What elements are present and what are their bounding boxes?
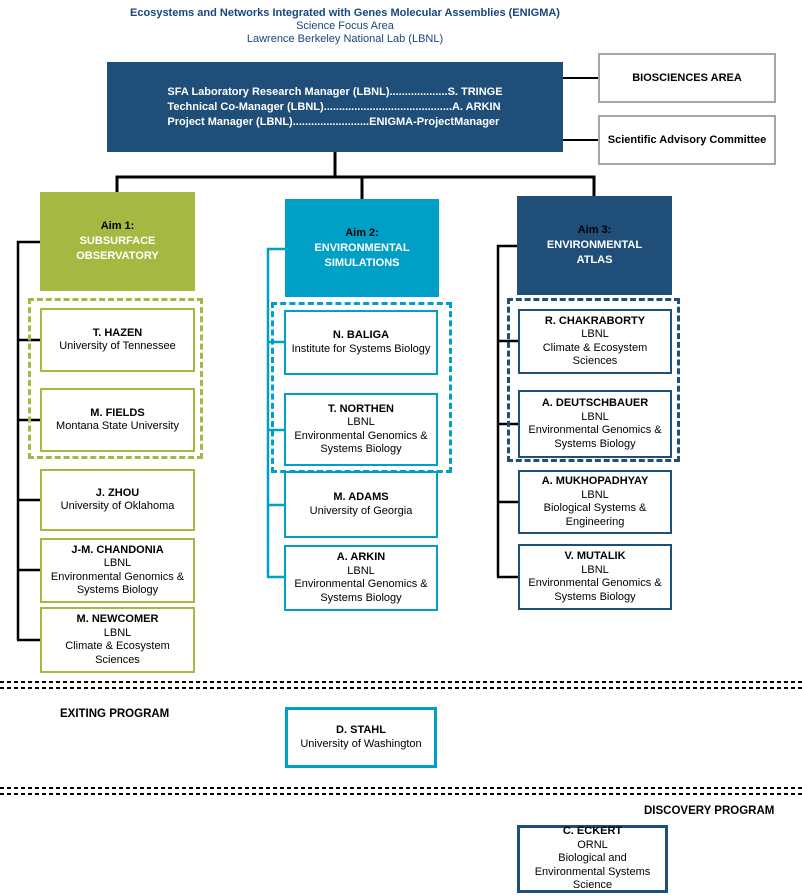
- discovery-program-label: DISCOVERY PROGRAM: [644, 805, 775, 817]
- exiting-program-label: EXITING PROGRAM: [60, 708, 170, 720]
- member-org: Biological Systems & Engineering: [543, 502, 647, 528]
- management-row-co-manager: Technical Co-Manager (LBNL).............…: [167, 100, 501, 113]
- separator-discovery-top: [0, 787, 802, 789]
- title-line-2: Science Focus Area: [296, 20, 394, 32]
- aim3-title: ENVIRONMENTAL ATLAS: [546, 239, 643, 266]
- management-row-project-manager: Project Manager (LBNL)..................…: [167, 115, 500, 128]
- member-org: LBNL: [581, 563, 609, 576]
- member-name: J. ZHOU: [95, 486, 140, 499]
- member-org: LBNL: [103, 557, 132, 569]
- member-org: LBNL: [103, 626, 132, 639]
- member-name: J-M. CHANDONIA: [71, 543, 164, 556]
- member-box-mukhopadhyay: A. MUKHOPADHYAY LBNL Biological Systems …: [518, 470, 672, 534]
- member-name: M. ADAMS: [333, 491, 389, 503]
- member-box-eckert: C. ECKERT ORNL Biological and Environmen…: [517, 825, 668, 893]
- member-org: Environmental Genomics & Systems Biology: [528, 577, 662, 603]
- member-box-newcomer: M. NEWCOMER LBNL Climate & Ecosystem Sci…: [40, 607, 195, 673]
- member-name: N. BALIGA: [332, 329, 390, 341]
- aim1-header: Aim 1: SUBSURFACE OBSERVATORY: [40, 192, 195, 291]
- member-org: LBNL: [347, 564, 375, 577]
- separator-discovery-bottom: [0, 793, 802, 795]
- member-org: University of Oklahoma: [60, 500, 175, 512]
- member-box-northen: T. NORTHEN LBNL Environmental Genomics &…: [284, 393, 438, 466]
- member-org: LBNL: [581, 328, 609, 340]
- scientific-advisory-committee-box: Scientific Advisory Committee: [598, 115, 776, 165]
- member-name: A. MUKHOPADHYAY: [541, 475, 649, 487]
- management-roster: SFA Laboratory Research Manager (LBNL)..…: [167, 85, 502, 130]
- member-box-stahl: D. STAHL University of Washington: [285, 707, 437, 768]
- title-line-1: Ecosystems and Networks Integrated with …: [130, 7, 560, 19]
- member-org: Institute for Systems Biology: [291, 342, 431, 355]
- member-box-hazen: T. HAZEN University of Tennessee: [40, 308, 195, 372]
- separator-exiting-top: [0, 681, 802, 683]
- member-org: Climate & Ecosystem Sciences: [542, 341, 648, 368]
- aim2-title: ENVIRONMENTAL SIMULATIONS: [314, 241, 410, 269]
- member-name: D. STAHL: [336, 724, 386, 736]
- management-row-research-manager: SFA Laboratory Research Manager (LBNL)..…: [167, 85, 503, 98]
- page-title: Ecosystems and Networks Integrated with …: [0, 7, 690, 46]
- aim1-title: SUBSURFACE OBSERVATORY: [76, 235, 159, 262]
- member-box-arkin: A. ARKIN LBNL Environmental Genomics & S…: [284, 545, 438, 611]
- member-name: A. ARKIN: [336, 551, 386, 563]
- member-name: T. HAZEN: [92, 326, 143, 339]
- member-name: T. NORTHEN: [328, 402, 394, 415]
- member-org: Environmental Genomics & Systems Biology: [528, 424, 662, 450]
- separator-exiting-bottom: [0, 687, 802, 689]
- member-org: Environmental Genomics & Systems Biology: [294, 578, 428, 604]
- member-org: ORNL: [577, 838, 608, 851]
- member-org: Biological and Environmental Systems Sci…: [534, 852, 651, 892]
- biosciences-area-label: BIOSCIENCES AREA: [632, 72, 742, 84]
- title-line-3: Lawrence Berkeley National Lab (LBNL): [246, 33, 444, 45]
- member-org: University of Tennessee: [59, 340, 176, 352]
- member-org: LBNL: [347, 416, 375, 428]
- member-name: V. MUTALIK: [564, 550, 626, 562]
- member-box-zhou: J. ZHOU University of Oklahoma: [40, 469, 195, 531]
- aim3-field-group-outline: [507, 298, 680, 462]
- aim3-header: Aim 3: ENVIRONMENTAL ATLAS: [517, 196, 672, 295]
- aim2-header: Aim 2: ENVIRONMENTAL SIMULATIONS: [285, 199, 439, 297]
- member-org: University of Washington: [300, 737, 422, 750]
- member-org: LBNL: [581, 410, 609, 423]
- member-name: A. DEUTSCHBAUER: [541, 397, 649, 409]
- management-box: SFA Laboratory Research Manager (LBNL)..…: [107, 62, 563, 152]
- aim1-field-group-outline: [28, 298, 203, 459]
- member-name: R. CHAKRABORTY: [544, 314, 646, 327]
- member-box-baliga: N. BALIGA Institute for Systems Biology: [284, 310, 438, 375]
- scientific-advisory-committee-label: Scientific Advisory Committee: [607, 134, 767, 146]
- member-box-adams: M. ADAMS University of Georgia: [284, 471, 438, 538]
- member-box-chakraborty: R. CHAKRABORTY LBNL Climate & Ecosystem …: [518, 309, 672, 374]
- aim2-label: Aim 2:: [345, 226, 379, 239]
- member-box-chandonia: J-M. CHANDONIA LBNL Environmental Genomi…: [40, 538, 195, 603]
- member-org: Environmental Genomics & Systems Biology: [294, 429, 428, 456]
- member-org: Environmental Genomics & Systems Biology: [50, 570, 185, 597]
- member-org: LBNL: [581, 488, 609, 501]
- member-name: M. NEWCOMER: [76, 613, 159, 625]
- member-box-deutschbauer: A. DEUTSCHBAUER LBNL Environmental Genom…: [518, 390, 672, 458]
- member-org: Climate & Ecosystem Sciences: [65, 640, 170, 666]
- member-box-fields: M. FIELDS Montana State University: [40, 388, 195, 452]
- member-org: University of Georgia: [309, 504, 413, 517]
- member-name: M. FIELDS: [90, 406, 145, 419]
- member-name: C. ECKERT: [562, 825, 623, 838]
- member-org: Montana State University: [56, 420, 179, 432]
- biosciences-area-box: BIOSCIENCES AREA: [598, 53, 776, 103]
- aim1-label: Aim 1:: [100, 220, 135, 232]
- aim3-label: Aim 3:: [577, 224, 612, 236]
- member-box-mutalik: V. MUTALIK LBNL Environmental Genomics &…: [518, 544, 672, 610]
